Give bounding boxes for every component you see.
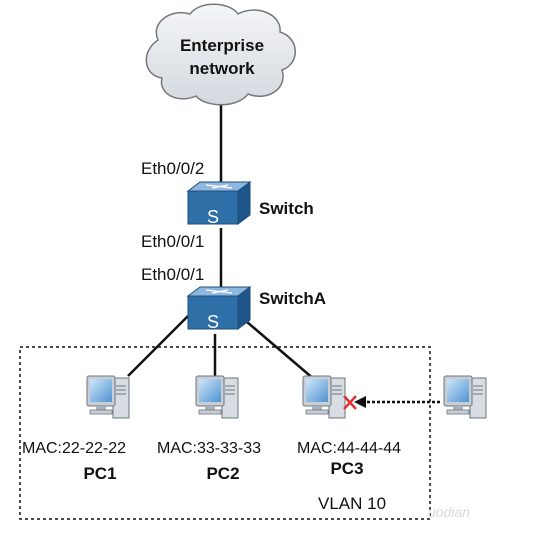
- switch-port-top: Eth0/0/2: [141, 159, 205, 178]
- link-switcha-pc3: [239, 315, 316, 381]
- switcha-icon-letter: S: [207, 312, 219, 332]
- pc1-icon: [86, 375, 130, 419]
- pc2-icon: [195, 375, 239, 419]
- vlan-label: VLAN 10: [318, 494, 387, 513]
- pc1-name: PC1: [83, 464, 117, 483]
- switch-port-bottom: Eth0/0/1: [141, 232, 205, 251]
- switcha-port-top: Eth0/0/1: [141, 265, 205, 284]
- switcha-name: SwitchA: [259, 289, 327, 308]
- pc3-name: PC3: [330, 459, 364, 478]
- pc2-mac: MAC:33-33-33: [157, 440, 262, 457]
- switch-name: Switch: [259, 199, 314, 218]
- pc2-name: PC2: [206, 464, 240, 483]
- cloud-icon: [145, 3, 296, 106]
- switch-icon-letter: S: [207, 207, 219, 227]
- link-switcha-pc1: [127, 315, 189, 377]
- pc3-mac: MAC:44-44-44: [297, 440, 402, 457]
- blocked-x-icon: [343, 395, 357, 410]
- vlan-boundary: [19, 346, 431, 520]
- cloud-label-line1: Enterprise: [179, 36, 265, 55]
- arrow-head-icon: [354, 396, 366, 408]
- pc1-mac: MAC:22-22-22: [22, 440, 127, 457]
- rogue-pc-icon: [443, 375, 487, 419]
- pc3-icon: [302, 375, 346, 419]
- cloud-label-line2: network: [189, 59, 255, 78]
- watermark: uodian: [428, 504, 471, 520]
